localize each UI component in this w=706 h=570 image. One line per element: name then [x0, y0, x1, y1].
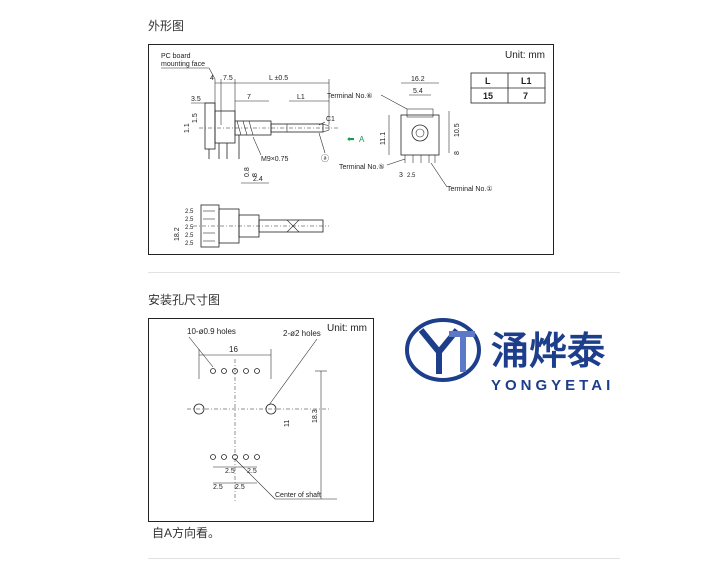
terminal-1-label: Terminal No.① [447, 185, 493, 193]
mounting-unit: Unit: mm [327, 323, 367, 334]
dim-8-right: 8 [454, 151, 461, 155]
outline-drawing: Unit: mm PC board mounting face 4 7.5 L … [148, 44, 554, 255]
dim-11-1: 11.1 [380, 132, 387, 145]
logo-svg: 涌烨泰 YONGYETAI [405, 318, 614, 394]
table-value-L: 15 [483, 91, 493, 101]
dim-1-5: 1.5 [192, 113, 199, 123]
dim-a: ⓐ [321, 154, 329, 163]
outline-unit: Unit: mm [505, 50, 545, 61]
table-header-L1: L1 [521, 76, 532, 86]
dim-bottom-2-5c: 2.5 [213, 484, 223, 491]
center-of-shaft-label: Center of shaft [275, 492, 321, 499]
pcb-label-1: PC board [161, 53, 191, 60]
terminal-5-label: Terminal No.⑤ [339, 163, 385, 171]
logo-chinese-text: 涌烨泰 [491, 331, 606, 373]
dim-8: 8 [252, 173, 259, 177]
dim-side-2-5d: 2.5 [185, 233, 194, 239]
yongyetai-logo: 涌烨泰 YONGYETAI [405, 312, 655, 402]
mounting-drawing: Unit: mm 10-ø0.9 holes 2-ø2 holes 16 [148, 318, 374, 522]
dim-side-2-5e: 2.5 [185, 241, 194, 247]
dim-2-4: 2.4 [253, 176, 263, 183]
dim-L1: L1 [297, 94, 305, 101]
footnote: 自A方向看。 [152, 526, 221, 540]
dim-L: L ±0.5 [269, 75, 288, 82]
table-value-L1: 7 [523, 91, 528, 101]
outline-title: 外形图 [148, 19, 185, 33]
table-header-L: L [485, 76, 491, 86]
arrow-a-icon: ⬅ [347, 134, 355, 144]
dim-side-2-5c: 2.5 [185, 225, 194, 231]
bottom-hole-row [210, 454, 260, 460]
dim-7-5: 7.5 [223, 75, 233, 82]
holes-large-label: 2-ø2 holes [283, 329, 321, 338]
dim-10-5: 10.5 [454, 123, 461, 137]
dim-2-5: 2.5 [407, 173, 416, 179]
dim-1-1-mount: 11 [284, 420, 291, 427]
dim-16-2: 16.2 [411, 76, 425, 83]
dim-18-2: 18.2 [174, 227, 181, 241]
dim-C1: C1 [326, 116, 335, 123]
holes-small-label: 10-ø0.9 holes [187, 327, 236, 336]
dim-1-1: 1.1 [184, 123, 191, 133]
dim-3-5: 3.5 [191, 96, 201, 103]
pcb-label-2: mounting face [161, 61, 205, 68]
dim-side-2-5b: 2.5 [185, 217, 194, 223]
dim-bottom-2-5b: 2.5 [247, 468, 257, 475]
logo-english-text: YONGYETAI [491, 377, 614, 394]
dim-7: 7 [247, 94, 251, 101]
dim-bottom-2-5a: 2.5 [225, 468, 235, 475]
dim-18-3: 18.3 [312, 409, 319, 423]
dim-side-2-5a: 2.5 [185, 209, 194, 215]
divider-1 [148, 272, 620, 273]
mounting-title: 安装孔尺寸图 [148, 293, 221, 307]
outline-svg: Unit: mm PC board mounting face 4 7.5 L … [161, 50, 546, 248]
dim-bottom-2-5d: 2.5 [235, 484, 245, 491]
dim-5-4: 5.4 [413, 88, 423, 95]
logo-ring-icon [405, 318, 481, 382]
arrow-a-label: A [359, 135, 365, 144]
dim-M9: M9×0.75 [261, 156, 289, 163]
dim-16: 16 [229, 345, 238, 354]
divider-2 [148, 558, 620, 559]
dim-0-8: 0.8 [244, 167, 251, 177]
logo-t-icon [449, 331, 475, 372]
terminal-6-label: Terminal No.⑥ [327, 92, 373, 100]
mounting-svg: Unit: mm 10-ø0.9 holes 2-ø2 holes 16 [187, 323, 367, 501]
dim-3: 3 [399, 172, 403, 179]
dim-4: 4 [210, 75, 214, 82]
